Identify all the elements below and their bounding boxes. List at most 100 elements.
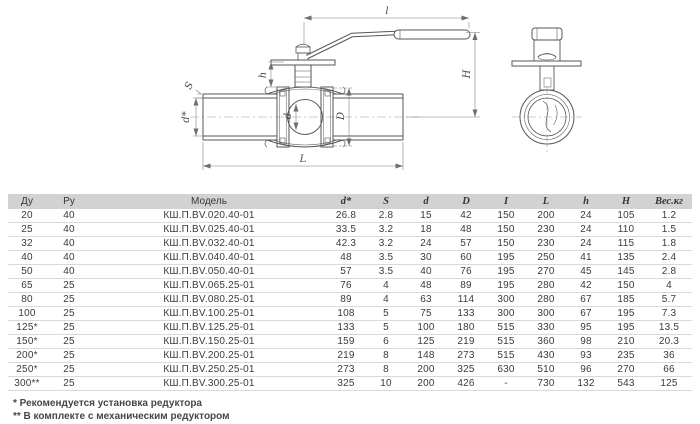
column-header: I — [486, 194, 526, 209]
table-cell: 25 — [63, 350, 75, 361]
table-cell: 219 — [337, 350, 355, 361]
table-cell: 200 — [537, 210, 555, 221]
table-cell: КШ.П.BV.100.25-01 — [163, 308, 255, 319]
valve-drawing: l H h S d* d D L — [0, 0, 700, 194]
table-cell: 25 — [63, 336, 75, 347]
table-cell: 730 — [537, 378, 555, 389]
table-cell: 180 — [457, 322, 475, 333]
table-cell: 132 — [577, 378, 595, 389]
table-cell: 63 — [420, 294, 432, 305]
table-cell: КШ.П.BV.032.40-01 — [163, 238, 255, 249]
table-cell: 230 — [537, 238, 555, 249]
table-cell: 125 — [417, 336, 435, 347]
column-header: d* — [326, 194, 366, 209]
table-cell: 24 — [580, 224, 592, 235]
dim-label-total-length: L — [299, 154, 307, 165]
table-cell: 630 — [497, 364, 515, 375]
table-cell: 100 — [417, 322, 435, 333]
dim-label-handle-length: l — [385, 6, 388, 17]
footnote: * Рекомендуется установка редуктора — [13, 398, 202, 409]
table-cell: 200 — [417, 364, 435, 375]
table-cell: 24 — [580, 210, 592, 221]
table-cell: 8 — [383, 364, 389, 375]
table-cell: 3.5 — [378, 252, 394, 263]
column-header: h — [566, 194, 606, 209]
table-cell: 210 — [617, 336, 635, 347]
table-cell: 110 — [617, 224, 635, 235]
table-cell: 250* — [16, 364, 38, 375]
table-cell: КШ.П.BV.200.25-01 — [163, 350, 255, 361]
table-cell: 235 — [617, 350, 635, 361]
table-cell: КШ.П.BV.300.25-01 — [163, 378, 255, 389]
table-cell: 300 — [497, 294, 515, 305]
table-cell: 95 — [580, 322, 592, 333]
table-cell: 5 — [383, 322, 389, 333]
table-cell: 25 — [63, 280, 75, 291]
table-cell: 25 — [63, 308, 75, 319]
table-cell: 105 — [617, 210, 635, 221]
table-cell: 300** — [14, 378, 40, 389]
table-cell: 42 — [580, 280, 592, 291]
table-cell: 24 — [580, 238, 592, 249]
table-cell: 135 — [617, 252, 635, 263]
table-cell: КШ.П.BV.020.40-01 — [163, 210, 255, 221]
table-cell: 148 — [417, 350, 435, 361]
table-cell: 325 — [457, 364, 475, 375]
table-cell: 45 — [580, 266, 592, 277]
column-header: Ду — [8, 194, 46, 209]
table-cell: 89 — [340, 294, 352, 305]
table-cell: 25 — [63, 322, 75, 333]
table-cell: 150* — [16, 336, 38, 347]
table-cell: 60 — [460, 252, 472, 263]
dim-label-body-diameter: D — [336, 112, 347, 121]
table-cell: 515 — [497, 350, 515, 361]
table-cell: 159 — [337, 336, 355, 347]
side-view-drawing — [190, 29, 471, 148]
table-cell: 33.5 — [335, 224, 357, 235]
table-cell: 270 — [617, 364, 635, 375]
table-cell: 67 — [580, 294, 592, 305]
table-cell: КШ.П.BV.150.25-01 — [163, 336, 255, 347]
table-cell: 325 — [337, 378, 355, 389]
table-cell: 80 — [21, 294, 33, 305]
table-cell: 150 — [497, 210, 515, 221]
table-cell: 15 — [420, 210, 432, 221]
table-cell: 40 — [63, 252, 75, 263]
table-cell: 32 — [21, 238, 33, 249]
table-cell: 280 — [537, 280, 555, 291]
table-cell: 273 — [457, 350, 475, 361]
table-cell: 76 — [460, 266, 472, 277]
table-cell: 40 — [63, 238, 75, 249]
table-cell: 360 — [537, 336, 555, 347]
footnote: ** В комплекте с механическим редуктором — [13, 411, 230, 422]
table-cell: 300 — [537, 308, 555, 319]
table-cell: 48 — [460, 224, 472, 235]
table-cell: 67 — [580, 308, 592, 319]
table-cell: 195 — [497, 252, 515, 263]
table-cell: 25 — [63, 364, 75, 375]
table-cell: 7.3 — [661, 308, 677, 319]
table-cell: 42.3 — [335, 238, 357, 249]
table-cell: 114 — [457, 294, 475, 305]
table-cell: 3.5 — [378, 266, 394, 277]
table-cell: 195 — [497, 266, 515, 277]
table-cell: 133 — [457, 308, 475, 319]
table-cell: 25 — [21, 224, 33, 235]
table-cell: 30 — [420, 252, 432, 263]
table-cell: 280 — [537, 294, 555, 305]
table-cell: 50 — [21, 266, 33, 277]
table-cell: 3.2 — [378, 238, 394, 249]
table-cell: 100 — [18, 308, 36, 319]
footnotes: * Рекомендуется установка редуктора ** В… — [13, 397, 700, 423]
dim-label-wall-thickness: S — [183, 80, 196, 91]
table-cell: 24 — [420, 238, 432, 249]
table-cell: 25 — [63, 294, 75, 305]
table-cell: 125* — [16, 322, 38, 333]
